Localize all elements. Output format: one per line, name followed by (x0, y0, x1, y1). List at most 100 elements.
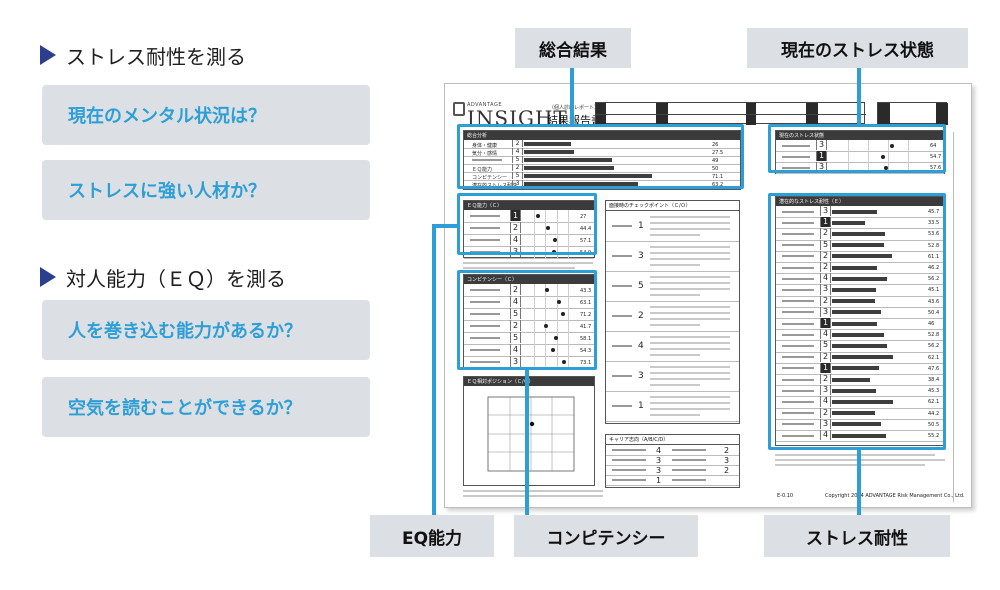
checkpoint-row: 1 (606, 211, 739, 242)
checkpoint-text-line (650, 342, 730, 344)
grid-line (568, 344, 570, 356)
grid-line (568, 222, 570, 234)
callout-stress-tolerance: ストレス耐性 (764, 515, 950, 557)
row-score: 5 (512, 172, 523, 179)
checkpoint-text-line (650, 252, 730, 254)
row-score: 4 (510, 234, 521, 245)
row-score: 4 (820, 430, 831, 441)
checkpoint-text-line (650, 246, 730, 248)
checkpoint-text-line (650, 348, 730, 350)
grid-line (888, 162, 889, 173)
grid-line (556, 344, 558, 356)
grid-line (533, 344, 535, 356)
grid-line (556, 308, 558, 320)
grid-line (568, 308, 570, 320)
row-value: 41.7 (580, 323, 592, 330)
stress-tolerance-title: 潜在的なストレス耐性（Ｅ） (776, 197, 944, 206)
row-label-placeholder (782, 221, 814, 224)
checkpoint-text-line (650, 402, 730, 404)
connector-eq-v (432, 224, 436, 516)
eq-position-title: ＥＱ相対ポジション（Ｃ/Ｏ） (464, 377, 594, 386)
row-value: 63.1 (580, 299, 592, 306)
question-involve-people: 人を巻き込む能力があるか？ (42, 300, 370, 360)
eq-position-chart: ＥＱ相対ポジション（Ｃ/Ｏ） (463, 376, 595, 486)
score-bar (832, 377, 870, 382)
report-title: 結果報告書 (547, 114, 602, 127)
frame-overall (457, 124, 744, 189)
row-score: 4 (820, 396, 831, 407)
score-bar (832, 433, 886, 438)
row-label-placeholder (782, 155, 810, 158)
grid-line (556, 234, 558, 246)
grid-line (545, 210, 547, 222)
career-title: キャリア志向（A/B/C/D） (606, 435, 739, 445)
eq-position-plot (487, 396, 575, 472)
checkpoint-text-line (650, 408, 730, 410)
checkpoint-score: 3 (638, 371, 644, 381)
grid-line (848, 162, 849, 173)
row-label-placeholder (470, 361, 500, 363)
grid-line (533, 356, 535, 368)
checkpoint-text-line (650, 228, 730, 230)
career-score: 3 (724, 456, 730, 465)
checkpoint-score: 2 (638, 311, 644, 321)
grid-line (848, 140, 849, 151)
triangle-bullet-icon (40, 267, 56, 287)
grid-line (568, 284, 570, 296)
row-score: 1 (510, 210, 521, 221)
row-value: 33.5 (928, 220, 940, 227)
score-dot (554, 336, 558, 340)
row-label-placeholder (782, 434, 814, 437)
score-bar (524, 174, 652, 178)
score-bar (832, 265, 877, 270)
grid-line (545, 332, 547, 344)
row-score: 2 (512, 164, 523, 171)
row-value: 44.2 (928, 410, 940, 417)
checkpoint-label-placeholder (612, 225, 632, 227)
header-info-grid (595, 102, 866, 125)
logo-icon (453, 102, 465, 116)
grid-line (545, 308, 547, 320)
checkpoint-text-line (650, 414, 700, 416)
grid-line (533, 320, 535, 332)
grid-line (556, 222, 558, 234)
row-value: 50.4 (928, 309, 940, 316)
score-bar (832, 422, 881, 427)
score-bar (832, 209, 877, 214)
grid-line (545, 222, 547, 234)
connector-eq-h (432, 224, 459, 228)
career-score: 3 (656, 466, 662, 475)
callout-eq: EQ能力 (370, 515, 494, 557)
checkpoint-text-line (650, 378, 730, 380)
row-label-placeholder (470, 227, 500, 229)
row-label-placeholder (782, 378, 814, 381)
row-score: 2 (510, 320, 521, 331)
question-read-air: 空気を読むことができるか？ (42, 377, 370, 437)
row-score: 5 (510, 308, 521, 319)
row-value: 45.3 (928, 388, 940, 395)
score-bar (832, 388, 876, 393)
grid-line (533, 234, 535, 246)
row-score: 3 (510, 356, 521, 367)
row-label-placeholder (472, 159, 502, 161)
row-score: 2 (510, 284, 521, 295)
checkpoint-score: 4 (638, 341, 644, 351)
score-bar (832, 411, 875, 416)
career-label-placeholder (672, 459, 706, 461)
checkpoint-text-line (650, 318, 730, 320)
score-dot (562, 360, 566, 364)
